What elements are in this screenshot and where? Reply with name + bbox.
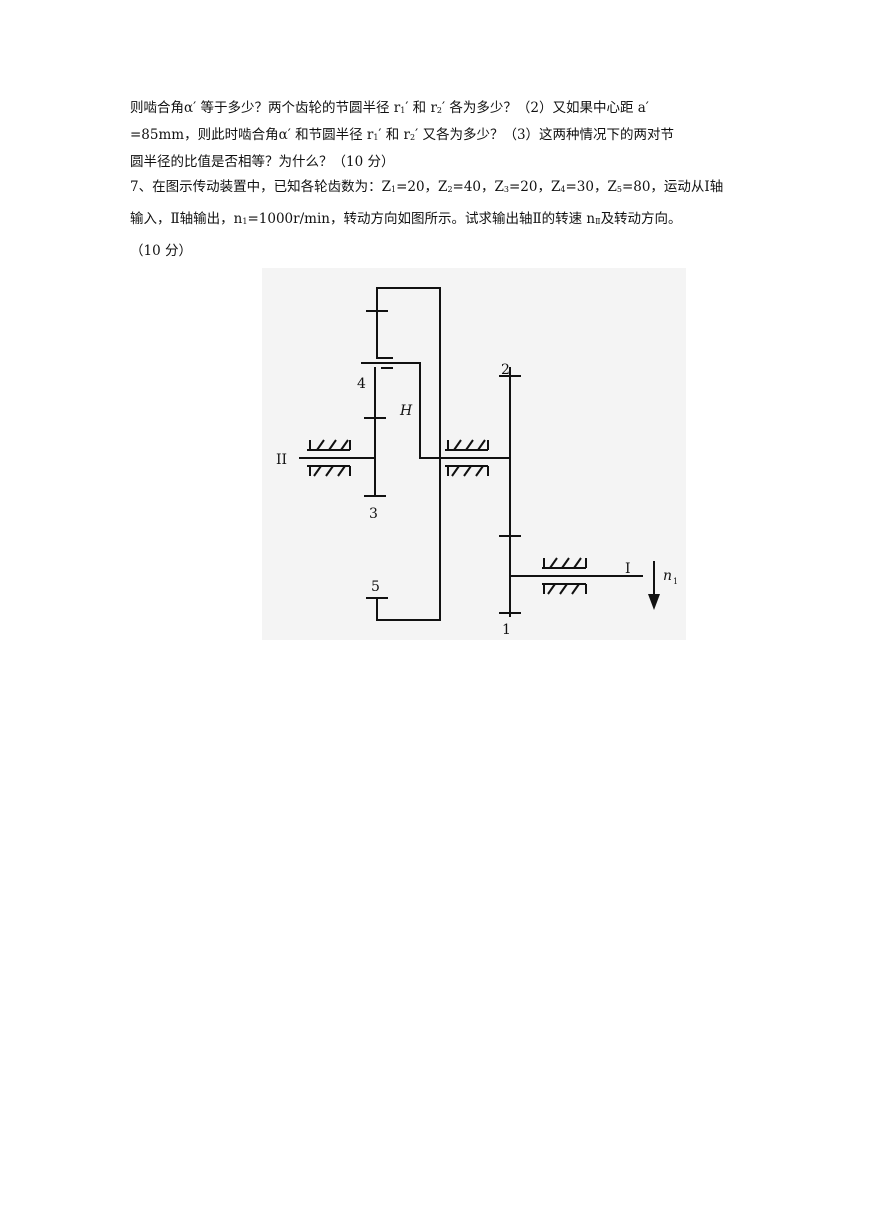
problem7-line3: （10 分） [130,243,192,259]
problem6-line1: 则啮合角α′ 等于多少？两个齿轮的节圆半径 r1′ 和 r2′ 各为多少？（2）… [130,96,750,123]
text-span: =30，Z [565,179,617,195]
label-gear-5: 5 [371,579,380,595]
speed-arrow-head [648,594,660,610]
subscript: Ⅱ [595,217,601,226]
label-speed-subscript: 1 [673,577,678,586]
text-span: 及转动方向。 [600,211,682,227]
problem6-line3: 圆半径的比值是否相等？为什么？（10 分） [130,154,395,170]
bearing-middle [445,439,489,477]
label-gear-1: 1 [502,622,511,638]
label-gear-4: 4 [357,376,366,392]
label-gear-3: 3 [369,506,378,522]
text-span: =40，Z [452,179,504,195]
label-speed-n: n [663,568,672,584]
carrier-arm [419,362,511,459]
subscript: 3 [503,185,509,194]
text-span: ′ 和 r [405,100,437,116]
problem7-line2: 输入，Ⅱ轴输出，n1=1000r/min，转动方向如图所示。试求输出轴Ⅱ的转速 … [130,207,750,234]
text-span: ′ 和 r [378,127,411,143]
label-gear-2: 2 [501,362,510,378]
text-span: =20，Z [396,179,448,195]
subscript: 2 [447,185,453,194]
label-carrier-H: H [399,403,413,419]
gear-train-diagram: 2 4 H II 3 5 1 I n 1 [262,268,686,640]
text-span: 输入，Ⅱ轴输出，n [130,211,243,227]
subscript: 2 [410,133,416,142]
text-span: =20，Z [509,179,561,195]
label-shaft-II: II [276,452,287,468]
subscript: 5 [616,185,622,194]
text-span: 7、在图示传动装置中，已知各轮齿数为：Z [130,179,391,195]
problem6-line2: =85mm，则此时啮合角α′ 和节圆半径 r1′ 和 r2′ 又各为多少？（3）… [130,123,750,150]
text-span: 则啮合角α′ 等于多少？两个齿轮的节圆半径 r [130,100,401,116]
text-span: =80，运动从Ⅰ轴 [621,179,724,195]
subscript: 4 [560,185,566,194]
text-span: =1000r/min，转动方向如图所示。试求输出轴Ⅱ的转速 n [247,211,596,227]
bearing-left [307,439,351,477]
carrier-arm-top [376,287,441,459]
text-span: ′ 又各为多少？（3）这两种情况下的两对节 [415,127,675,143]
gear-train-svg: 2 4 H II 3 5 1 I n 1 [262,268,686,640]
problem7-line1: 7、在图示传动装置中，已知各轮齿数为：Z1=20，Z2=40，Z3=20，Z4=… [130,175,750,202]
subscript: 1 [400,106,406,115]
problem-text: 则啮合角α′ 等于多少？两个齿轮的节圆半径 r1′ 和 r2′ 各为多少？（2）… [130,96,750,264]
subscript: 2 [436,106,443,115]
subscript: 1 [242,217,248,226]
subscript: 1 [390,185,397,194]
text-span: ′ 各为多少？（2）又如果中心距 a′ [442,100,649,116]
figure-background [262,268,686,640]
ring-gear-lower [376,457,441,621]
text-span: =85mm，则此时啮合角α′ 和节圆半径 r [130,127,374,143]
label-shaft-I: I [625,561,631,577]
subscript: 1 [373,133,379,142]
bearing-right [542,557,587,595]
